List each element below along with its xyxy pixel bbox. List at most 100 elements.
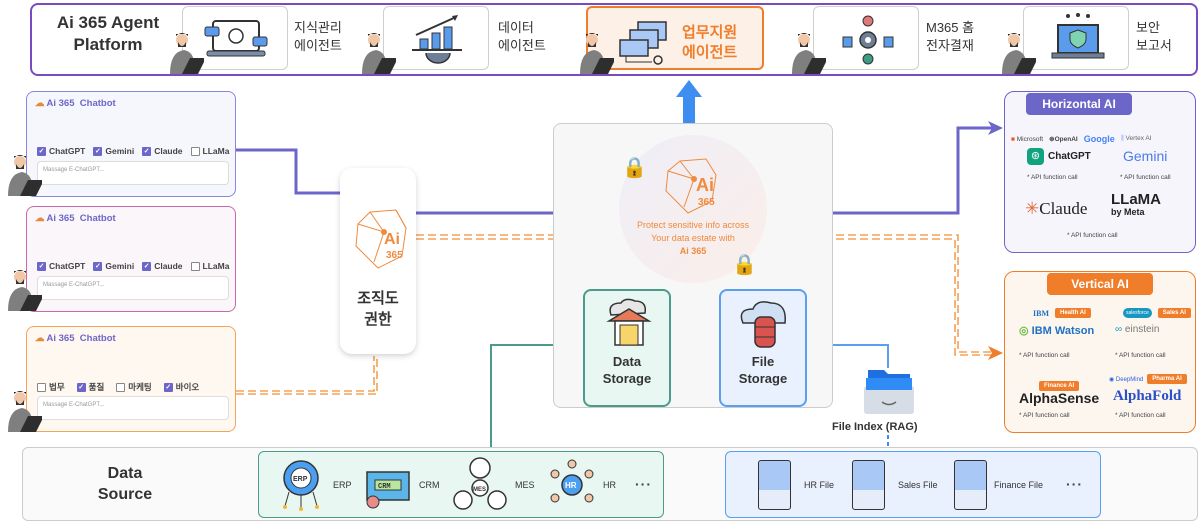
option-bio[interactable]: ✓바이오 — [163, 382, 200, 392]
api-note: * API function call — [1019, 412, 1070, 419]
checkbox-unchecked — [37, 382, 46, 392]
domain-options: 법무 ✓품질 마케팅 ✓바이오 — [37, 381, 199, 393]
option-claude[interactable]: ✓Claude — [142, 146, 183, 156]
chatgpt-icon: ⊛ — [1027, 148, 1044, 165]
claude-icon: ✳ — [1025, 199, 1040, 218]
approval-cycle-icon — [842, 15, 894, 65]
business-systems-group: ERP ERP CRM CRM MES MES HR HR ··· — [258, 451, 664, 518]
google-logo: Google — [1083, 134, 1115, 144]
svg-text:ERP: ERP — [293, 476, 308, 483]
option-llama[interactable]: LLaMa — [190, 146, 229, 156]
filestorage-to-rag-line — [807, 344, 889, 368]
option-chatgpt[interactable]: ✓ChatGPT — [37, 146, 86, 156]
api-note: * API function call — [1115, 352, 1166, 359]
chatbot-panel-2: ☁Ai 365 Chatbot ✓ChatGPT ✓Gemini ✓Claude… — [26, 206, 236, 312]
api-note: * API function call — [1120, 174, 1171, 181]
message-input[interactable]: Massage E-ChatGPT... — [37, 276, 229, 300]
user-avatar — [580, 33, 614, 74]
hr-people-icon[interactable]: HR — [547, 458, 597, 512]
chatgpt-logo: ⊛ ChatGPT — [1027, 148, 1091, 165]
chatbot-panel-1: ☁Ai 365 Chatbot ✓ChatGPT ✓Gemini ✓Claude… — [26, 91, 236, 197]
option-llama[interactable]: LLaMa — [190, 261, 229, 271]
vendor-row: ■ Microsoft ⊛OpenAI Google ⫼ Vertex AI — [1011, 134, 1197, 144]
platform-title-line1: Ai 365 Agent — [56, 13, 160, 32]
mes-network-icon[interactable]: MES — [453, 456, 507, 514]
user-avatar — [170, 33, 204, 74]
option-chatgpt[interactable]: ✓ChatGPT — [37, 261, 86, 271]
option-legal[interactable]: 법무 — [37, 381, 65, 393]
svg-text:365: 365 — [698, 197, 715, 208]
ibm-row: IBM Health AI — [1033, 308, 1091, 318]
salesforce-row: salesforce Sales AI — [1123, 308, 1191, 318]
agent-card-data[interactable] — [383, 6, 489, 70]
checkbox-checked: ✓ — [142, 261, 152, 271]
agent-card-approval[interactable] — [813, 6, 919, 70]
cloud-logo-icon: ☁ — [35, 333, 45, 344]
cloud-logo-icon: ☁ — [35, 213, 45, 224]
user-avatar — [8, 391, 42, 432]
erp-label: ERP — [333, 480, 352, 490]
chart-gear-icon — [412, 15, 462, 64]
ai365-logo-icon: Ai 365 — [665, 158, 717, 214]
user-avatar — [1002, 33, 1036, 74]
checkbox-checked: ✓ — [142, 146, 152, 156]
finance-ai-tag: Finance AI — [1039, 381, 1080, 391]
chatbot-panel-3: ☁Ai 365 Chatbot 법무 ✓품질 마케팅 ✓바이오 Massage … — [26, 326, 236, 432]
cloud-logo-icon: ☁ — [35, 98, 45, 109]
user-avatar — [8, 155, 42, 196]
file-index-folder-icon[interactable] — [860, 366, 918, 416]
platform-title: Ai 365 Agent Platform — [48, 12, 168, 56]
api-note: * API function call — [1019, 352, 1070, 359]
crm-monitor-icon[interactable]: CRM — [363, 460, 413, 510]
finance-file-icon[interactable] — [954, 460, 987, 510]
svg-text:Ai: Ai — [696, 175, 714, 195]
einstein-logo: ∞ einstein — [1115, 324, 1160, 335]
finance-row: Finance AI — [1039, 374, 1080, 392]
user-avatar — [8, 270, 42, 311]
erp-gear-icon[interactable]: ERP — [279, 458, 323, 512]
alphafold-logo: AlphaFold — [1113, 388, 1182, 404]
database-cloud-icon — [740, 301, 786, 348]
hr-file-icon[interactable] — [758, 460, 791, 510]
more-files[interactable]: ··· — [1066, 476, 1083, 492]
option-marketing[interactable]: 마케팅 — [116, 381, 152, 393]
message-input[interactable]: Massage E-ChatGPT... — [37, 161, 229, 185]
sales-file-icon[interactable] — [852, 460, 885, 510]
option-gemini[interactable]: ✓Gemini — [93, 261, 135, 271]
api-note: * API function call — [1027, 174, 1078, 181]
llama-logo: LLaMA by Meta — [1111, 191, 1161, 217]
model-options: ✓ChatGPT ✓Gemini ✓Claude LLaMa — [37, 146, 229, 156]
arrow-to-horizontal-ai — [988, 121, 1003, 135]
svg-text:365: 365 — [386, 250, 403, 261]
chatbot-to-org-line — [236, 148, 340, 195]
chatbot-title: ☁Ai 365 Chatbot — [35, 213, 116, 224]
user-avatar — [362, 33, 396, 74]
checkbox-checked: ✓ — [76, 382, 86, 392]
checkbox-unchecked — [190, 146, 200, 156]
more-systems[interactable]: ··· — [635, 476, 652, 492]
chatbot-title: ☁Ai 365 Chatbot — [35, 333, 116, 344]
pharma-ai-tag: Pharma AI — [1147, 374, 1187, 384]
agent-card-security[interactable] — [1023, 6, 1129, 70]
message-input[interactable]: Massage E-ChatGPT... — [37, 396, 229, 420]
option-claude[interactable]: ✓Claude — [142, 261, 183, 271]
svg-text:Ai: Ai — [384, 231, 400, 248]
agent-card-knowledge[interactable] — [182, 6, 288, 70]
deepmind-logo: ◉ DeepMind — [1109, 376, 1144, 383]
vertex-ai-logo: ⫼ Vertex AI — [1120, 135, 1152, 142]
option-quality[interactable]: ✓품질 — [76, 382, 105, 392]
chatbot3-to-org-line — [236, 356, 378, 395]
user-avatar — [792, 33, 826, 74]
option-gemini[interactable]: ✓Gemini — [93, 146, 135, 156]
api-note: * API function call — [1115, 412, 1166, 419]
